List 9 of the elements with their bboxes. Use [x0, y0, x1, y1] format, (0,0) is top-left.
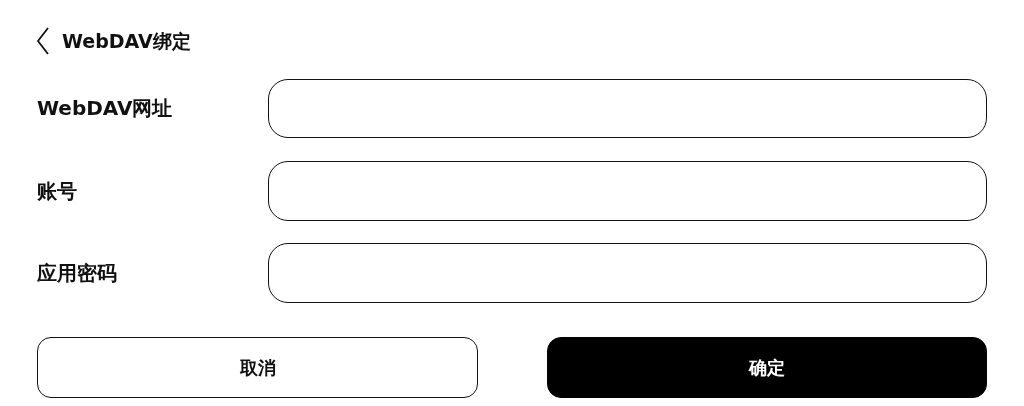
page-title: WebDAV绑定 — [62, 29, 191, 53]
field-label: WebDAV网址 — [37, 96, 173, 120]
input-field — [268, 161, 987, 221]
confirm-button: 确定 — [547, 337, 987, 398]
input-field — [268, 79, 987, 138]
field-label: 账号 — [37, 179, 77, 203]
field-label: 应用密码 — [37, 261, 117, 285]
cancel-button: 取消 — [37, 337, 478, 398]
input-field — [268, 243, 987, 303]
